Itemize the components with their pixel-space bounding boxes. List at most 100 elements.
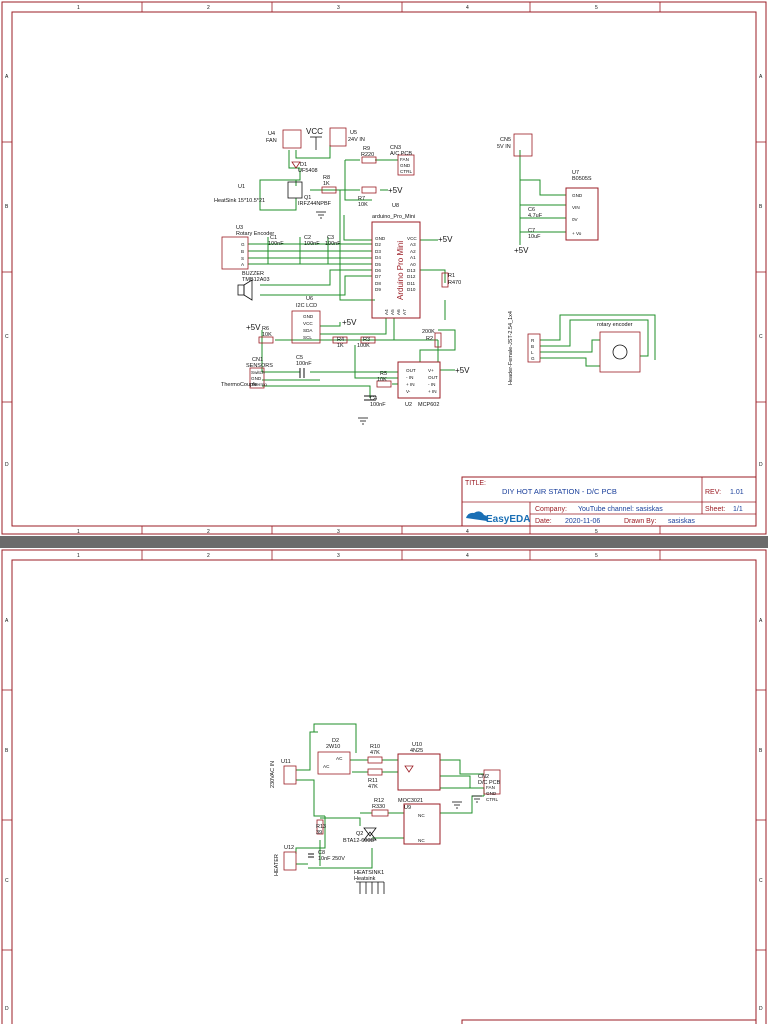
c7-val: 10uF: [528, 234, 541, 240]
encoder-label: rotary encoder: [597, 322, 633, 328]
u12-ref: U12: [284, 845, 294, 851]
r1-ref: R1: [448, 273, 455, 279]
plus5v-label: +5V: [388, 186, 403, 195]
r13-val: 39: [316, 830, 322, 836]
u6-pin: SCL: [303, 335, 312, 340]
u2-ref: U2: [405, 402, 412, 408]
col-label: 5: [595, 529, 598, 535]
connector-cn1: [249, 367, 265, 389]
u8-pin: A1: [410, 255, 416, 260]
r6-ref: R6: [262, 326, 269, 332]
u2-val: MCP602: [418, 402, 439, 408]
d2-ref: D2: [332, 738, 339, 744]
u5-val: 24V IN: [348, 137, 365, 143]
cn1-ref: CN1: [252, 357, 263, 363]
u8-left-pins: GND D2 D3 D4 D5 D6 D7 D8 D9: [375, 236, 386, 292]
u8-pin: A3: [410, 242, 416, 247]
hs-ref: HEATSINK1: [354, 870, 384, 876]
col-label: 2: [207, 5, 210, 11]
column-labels-bottom: 1 2 3 4 5: [77, 529, 598, 535]
sheet-2-drawing: 1 2 3 4 5 A B C D A B C D: [1, 549, 767, 1024]
schematic-sheet-1: 1 2 3 4 5 1 2 3 4 5 A B C D A B C D: [0, 0, 768, 536]
col-label: 3: [337, 529, 340, 535]
page-separator: [0, 536, 768, 548]
connector-u5: [329, 127, 347, 147]
u8-pin: A4: [384, 309, 389, 315]
row-label: C: [759, 878, 763, 884]
r8-val: 1K: [323, 181, 330, 187]
row-label: A: [5, 618, 9, 624]
q1-ref: Q1: [304, 195, 311, 201]
cn3-pin: FAN: [400, 157, 409, 162]
title-block: TITLE: DIY HOT AIR STATION - D/C PCB REV…: [461, 476, 757, 527]
header-pin: B: [531, 344, 534, 349]
u2-pin: OUT: [406, 368, 416, 373]
c1-ref: C1: [270, 235, 277, 241]
u2-pin: OUT: [428, 375, 438, 380]
cn1-val: SENSORS: [246, 363, 273, 369]
outer-frame: [1, 1, 767, 535]
u12-val: HEATER: [274, 854, 280, 876]
r2-ref: R2: [426, 336, 433, 342]
u8-pin: D7: [375, 274, 381, 279]
c5-ref: C5: [296, 355, 303, 361]
col-label: 1: [77, 553, 80, 559]
buzzer-val: TMB12A03: [242, 277, 270, 283]
u8-pin: D4: [375, 255, 381, 260]
u1-val: HeatSink 15*10.5*21: [214, 198, 265, 204]
u8-pin: D12: [407, 274, 416, 279]
u9-ref: U9: [404, 805, 411, 811]
plus5v-label: +5V: [342, 318, 357, 327]
u6-pin: SDA: [303, 328, 313, 333]
sheet1-components: U4 FAN VCC U5 24V IN D1 UF5408 R8 1K R9 …: [214, 127, 641, 425]
r12-val: R330: [372, 804, 385, 810]
u8-pin: D9: [375, 287, 381, 292]
col-label: 3: [337, 553, 340, 559]
r5-val: 10K: [377, 377, 387, 383]
row-label: B: [5, 748, 9, 754]
row-labels: A B C D A B C D: [5, 74, 763, 468]
plus5v-label: +5V: [455, 366, 470, 375]
diode-d1: [291, 161, 301, 169]
sheet1-wires: [248, 145, 656, 398]
ic-u9: [403, 803, 441, 845]
r10-ref: R10: [370, 744, 380, 750]
u2-pin: V-: [406, 389, 411, 394]
cn2-pin: CTRL: [486, 797, 498, 802]
cn1-tag: ThermoCouple: [221, 382, 257, 388]
title-label: TITLE:: [465, 480, 486, 487]
resistor-r11: [367, 768, 383, 776]
resistor-r10: [367, 756, 383, 764]
u2-pin: V+: [428, 368, 434, 373]
company-value: YouTube channel: sasiskas: [578, 506, 663, 513]
u7-pin: VIN: [572, 205, 580, 210]
u2-pin: - IN: [406, 375, 413, 380]
u8-pin: A0: [410, 262, 416, 267]
date-value: 2020-11-06: [565, 518, 600, 525]
u8-pin: A2: [410, 249, 416, 254]
cn5-ref: CN5: [500, 137, 511, 143]
hs-val: Heatsink: [354, 876, 376, 882]
c6-val: 4.7uF: [528, 213, 543, 219]
brand-logo-text: EasyEDA: [486, 514, 530, 525]
ic-u10: [397, 753, 441, 791]
row-label: A: [5, 74, 9, 80]
drawn-value: sasiskas: [668, 518, 695, 525]
u8-pin: D10: [407, 287, 416, 292]
sheet-1-drawing: 1 2 3 4 5 1 2 3 4 5 A B C D A B C D: [1, 1, 767, 535]
plus5v-label: +5V: [246, 323, 261, 332]
u6-pin: VCC: [303, 321, 313, 326]
resistor-r9: [361, 156, 377, 164]
u8-pin: D13: [407, 268, 416, 273]
drawing-title: DIY HOT AIR STATION - D/C PCB: [502, 487, 617, 496]
ac-label: AC: [323, 764, 330, 769]
r6-val: 10K: [262, 332, 272, 338]
u8-pin: D2: [375, 242, 381, 247]
rotary-encoder-icon: [599, 331, 641, 373]
buzzer-ref: BUZZER: [242, 271, 264, 277]
r1-val: R470: [448, 280, 461, 286]
u5-ref: U5: [350, 130, 357, 136]
u3-pin: A: [241, 262, 245, 267]
c8-ref: C8: [318, 850, 325, 856]
col-label: 5: [595, 5, 598, 11]
